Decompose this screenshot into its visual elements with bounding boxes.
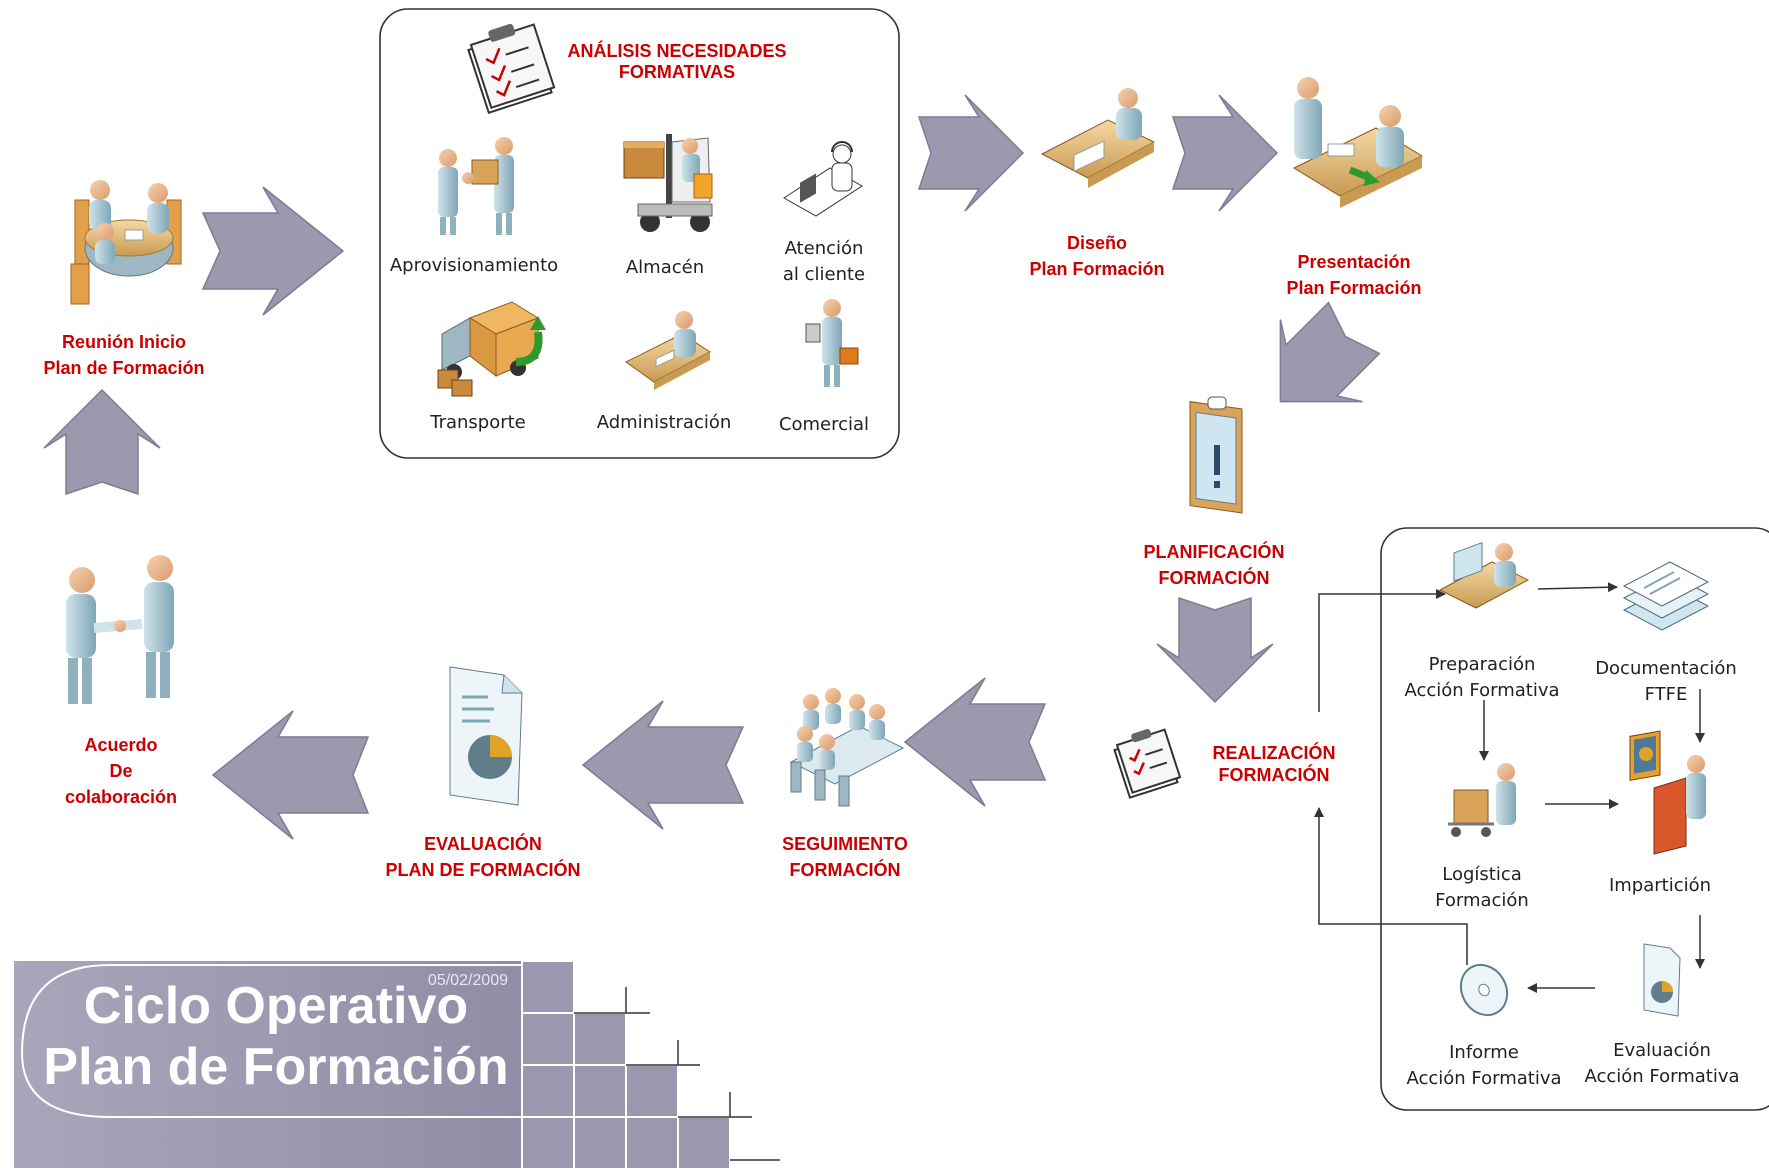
diseno-label-line2: Plan Formación [1029,259,1164,279]
dept-label-administracion: Administración [597,412,732,433]
detail-connectors [1314,582,1705,993]
preparacion-label-line2: Acción Formativa [1404,680,1559,701]
handshake-delivery-icon [438,137,514,235]
planificacion-label-line2: FORMACIÓN [1159,567,1270,588]
designer-desk-icon [1040,88,1156,188]
flow-arrows [43,94,1381,840]
analisis-label-line2: FORMATIVAS [619,62,735,82]
documentacion-label-line2: FTFE [1645,684,1688,705]
shopping-cart-icon [1448,763,1516,837]
report-pie-chart-icon [449,666,523,806]
dept-label-almacen: Almacén [626,257,704,278]
arrow-analisis-to-diseno [917,94,1025,212]
meeting-table-icon [70,180,182,305]
seguimiento-label-line1: SEGUIMIENTO [782,834,908,854]
evaluacion-accion-label-line1: Evaluación [1613,1040,1711,1061]
execution-detail-box [1380,527,1769,1111]
reunion-label-line1: Reunión Inicio [62,332,186,352]
preparacion-label-line1: Preparación [1429,654,1536,675]
realizacion-label-line1: REALIZACIÓN [1213,742,1336,763]
title-block: 05/02/2009 Ciclo Operativo Plan de Forma… [14,960,780,1168]
call-center-icon [783,141,863,217]
clipboard-checklist-small-icon [1113,728,1182,799]
arrow-reunion-to-analisis [201,186,345,316]
cd-disc-icon [1459,963,1509,1017]
dept-label-comercial: Comercial [779,414,869,435]
dept-label-atencion-line1: Atención [785,238,864,259]
arrow-seguimiento-to-evaluacion [581,700,745,830]
evaluacion-accion-label-line2: Acción Formativa [1584,1066,1739,1087]
arrow-presentacion-to-planificacion [1279,301,1381,403]
presentation-meeting-icon [1292,77,1424,208]
salesperson-icon [805,299,859,387]
documentacion-label-line1: Documentación [1595,658,1737,679]
classroom-group-icon [789,688,905,807]
arrow-acuerdo-to-reunion [43,388,161,496]
informe-label-line1: Informe [1449,1042,1519,1063]
title-line1: Ciclo Operativo [84,977,468,1035]
forklift-icon [623,134,713,232]
logistica-label-line1: Logística [1442,864,1522,885]
clipboard-alert-icon [1189,396,1243,514]
seguimiento-label-line2: FORMACIÓN [790,859,901,880]
realizacion-label-line2: FORMACIÓN [1219,764,1330,785]
reunion-label-line2: Plan de Formación [43,358,204,378]
handshake-agreement-icon [66,555,174,704]
arrow-diseno-to-presentacion [1171,94,1279,212]
presentacion-label-line1: Presentación [1297,252,1410,272]
lectern-presenter-icon [1629,730,1706,855]
report-pie-small-icon [1643,943,1681,1017]
evaluacion-label-line2: PLAN DE FORMACIÓN [386,859,581,880]
decorative-grid [521,960,731,1168]
dept-label-aprovisionamiento: Aprovisionamiento [390,255,558,276]
arrow-realizacion-to-seguimiento [903,677,1047,807]
imparticion-label: Impartición [1609,875,1711,896]
presentacion-label-line2: Plan Formación [1286,278,1421,298]
acuerdo-label-line3: colaboración [65,787,177,807]
acuerdo-label-line1: Acuerdo [84,735,157,755]
title-line2: Plan de Formación [43,1038,508,1096]
arrow-evaluacion-to-acuerdo [211,710,370,840]
dept-label-transporte: Transporte [429,412,526,433]
acuerdo-label-line2: De [109,761,132,781]
dept-label-atencion-line2: al cliente [783,264,865,285]
desk-worker-icon [625,311,711,390]
analisis-label-line1: ANÁLISIS NECESIDADES [567,40,786,61]
arrow-planificacion-to-realizacion [1156,596,1274,704]
truck-icon [437,301,546,397]
document-stack-icon [1622,561,1710,631]
planificacion-label-line1: PLANIFICACIÓN [1144,541,1285,562]
computer-workstation-icon [1438,542,1530,609]
clipboard-checklist-icon [467,23,556,115]
evaluacion-label-line1: EVALUACIÓN [424,833,542,854]
diseno-label-line1: Diseño [1067,233,1127,253]
informe-label-line2: Acción Formativa [1406,1068,1561,1089]
title-date: 05/02/2009 [428,972,508,989]
logistica-label-line2: Formación [1435,890,1529,911]
